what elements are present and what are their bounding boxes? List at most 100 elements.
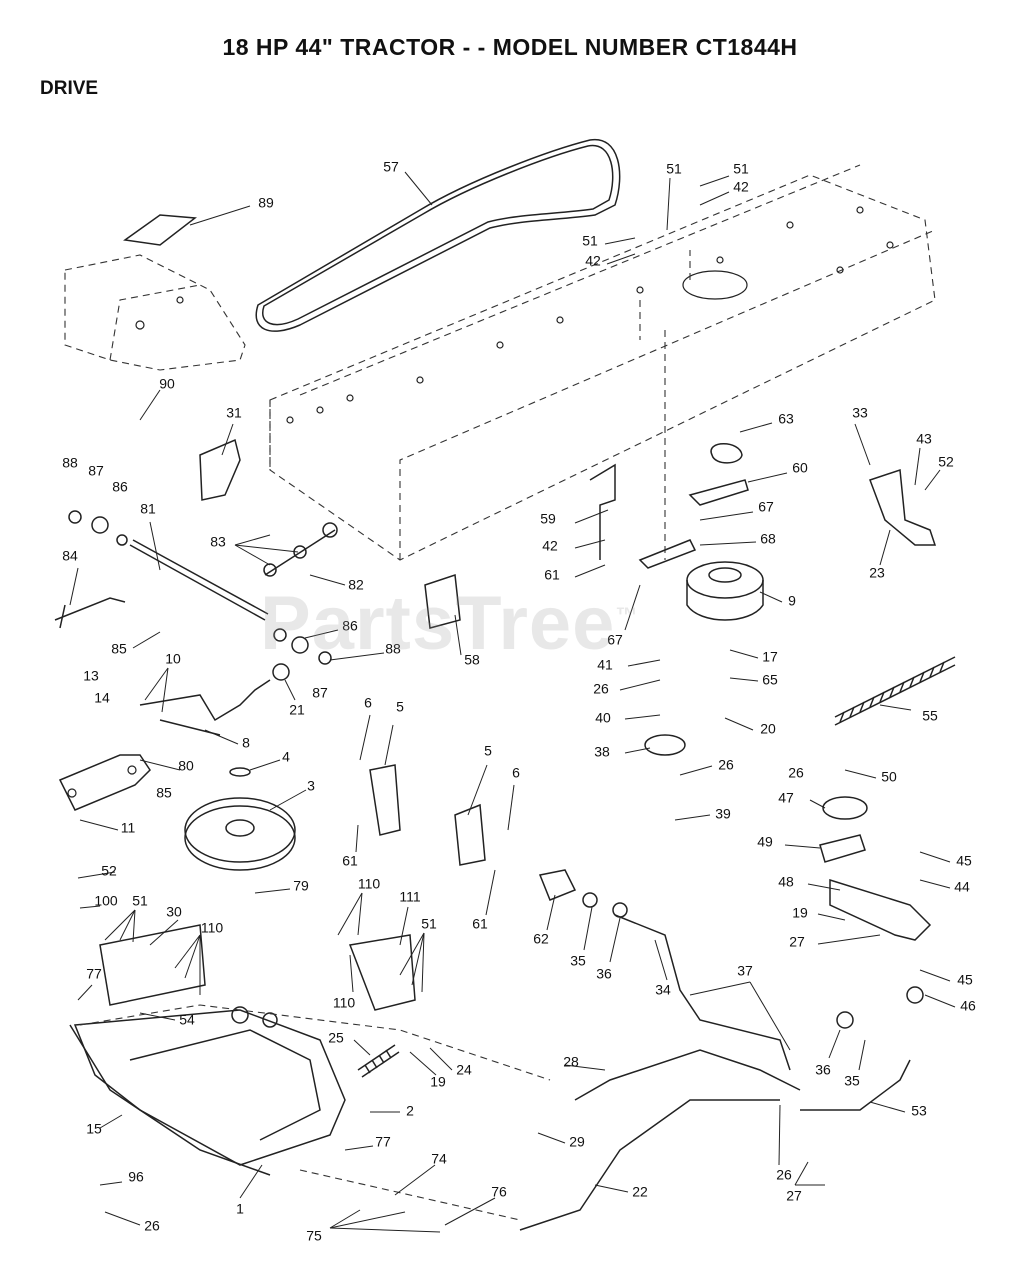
callout-4: 4 — [282, 749, 290, 765]
callout-10: 10 — [165, 651, 181, 667]
arm-84 — [54, 597, 126, 629]
callout-26: 26 — [776, 1167, 792, 1183]
callout-45: 45 — [957, 972, 973, 988]
callout-62: 62 — [533, 931, 549, 947]
callout-96: 96 — [128, 1169, 144, 1185]
callout-39: 39 — [715, 806, 731, 822]
callout-27: 27 — [789, 934, 805, 950]
callout-63: 63 — [778, 411, 794, 427]
callout-110: 110 — [358, 876, 381, 892]
callout-26: 26 — [718, 757, 734, 773]
callout-75: 75 — [306, 1228, 322, 1244]
callout-6: 6 — [512, 765, 520, 781]
callout-42: 42 — [542, 538, 558, 554]
plate-30 — [99, 924, 206, 1006]
key-4 — [229, 767, 251, 777]
leader-lines — [69, 171, 956, 1233]
callout-60: 60 — [792, 460, 808, 476]
callout-83: 83 — [210, 534, 226, 550]
callout-110: 110 — [333, 995, 356, 1011]
callout-42: 42 — [585, 253, 601, 269]
callout-23: 23 — [869, 565, 885, 581]
pulley-47 — [822, 796, 868, 820]
callout-8: 8 — [242, 735, 250, 751]
callout-61: 61 — [472, 916, 488, 932]
plate-111 — [348, 934, 416, 1011]
bracket-68 — [638, 539, 697, 569]
drive-belt-57 — [255, 138, 621, 332]
clutch-9 — [686, 561, 764, 621]
callout-52: 52 — [938, 454, 954, 470]
frame-outline — [269, 164, 936, 561]
callout-13: 13 — [83, 668, 99, 684]
callout-87: 87 — [88, 463, 104, 479]
spring-63 — [710, 443, 743, 464]
callout-26: 26 — [144, 1218, 160, 1234]
callout-86: 86 — [342, 618, 358, 634]
rod-34 — [614, 914, 791, 1071]
idler-arm-48 — [829, 878, 932, 941]
callout-51: 51 — [421, 916, 437, 932]
callout-24: 24 — [456, 1062, 472, 1078]
callout-67: 67 — [758, 499, 774, 515]
hood-outline — [64, 254, 246, 371]
callout-36: 36 — [596, 966, 612, 982]
callout-65: 65 — [762, 672, 778, 688]
callout-84: 84 — [62, 548, 78, 564]
callout-26: 26 — [593, 681, 609, 697]
spring-55 — [834, 656, 956, 726]
callout-110: 110 — [201, 920, 224, 936]
section-heading: DRIVE — [40, 78, 99, 99]
callout-33: 33 — [852, 405, 868, 421]
callout-6: 6 — [364, 695, 372, 711]
callout-9: 9 — [788, 593, 796, 609]
rod-59 — [589, 463, 616, 560]
callout-51: 51 — [582, 233, 598, 249]
callout-79: 79 — [293, 878, 309, 894]
callout-34: 34 — [655, 982, 671, 998]
callout-89: 89 — [258, 195, 274, 211]
plate-80 — [58, 754, 151, 811]
callout-59: 59 — [540, 511, 556, 527]
callout-87: 87 — [312, 685, 328, 701]
watermark-text: PartsTree — [260, 581, 616, 666]
callout-26: 26 — [788, 765, 804, 781]
callout-46: 46 — [960, 998, 976, 1014]
callout-38: 38 — [594, 744, 610, 760]
callout-35: 35 — [570, 953, 586, 969]
callout-58: 58 — [464, 652, 480, 668]
callout-35: 35 — [844, 1073, 860, 1089]
bracket-23 — [869, 468, 937, 546]
callout-37: 37 — [737, 963, 753, 979]
callout-74: 74 — [431, 1151, 447, 1167]
callout-85: 85 — [111, 641, 127, 657]
callout-2: 2 — [406, 1103, 414, 1119]
callout-22: 22 — [632, 1184, 648, 1200]
callout-5: 5 — [396, 699, 404, 715]
callout-51: 51 — [666, 161, 682, 177]
callout-90: 90 — [159, 376, 175, 392]
callout-111: 111 — [399, 889, 420, 905]
callout-43: 43 — [916, 431, 932, 447]
callout-19: 19 — [430, 1074, 446, 1090]
bracket-5a — [369, 764, 401, 836]
linkage-8 — [139, 679, 271, 736]
callout-51: 51 — [132, 893, 148, 909]
rod-53 — [800, 1059, 911, 1111]
callout-45: 45 — [956, 853, 972, 869]
watermark: PartsTree™ — [260, 580, 638, 667]
callout-49: 49 — [757, 834, 773, 850]
shaft-81 — [68, 510, 332, 665]
callout-54: 54 — [179, 1012, 195, 1028]
callout-28: 28 — [563, 1054, 579, 1070]
callout-31: 31 — [226, 405, 242, 421]
rod-28 — [574, 1049, 801, 1101]
bracket-49 — [819, 834, 866, 863]
callout-30: 30 — [166, 904, 182, 920]
callout-44: 44 — [954, 879, 970, 895]
callout-5: 5 — [484, 743, 492, 759]
callout-52: 52 — [101, 863, 117, 879]
callout-61: 61 — [544, 567, 560, 583]
